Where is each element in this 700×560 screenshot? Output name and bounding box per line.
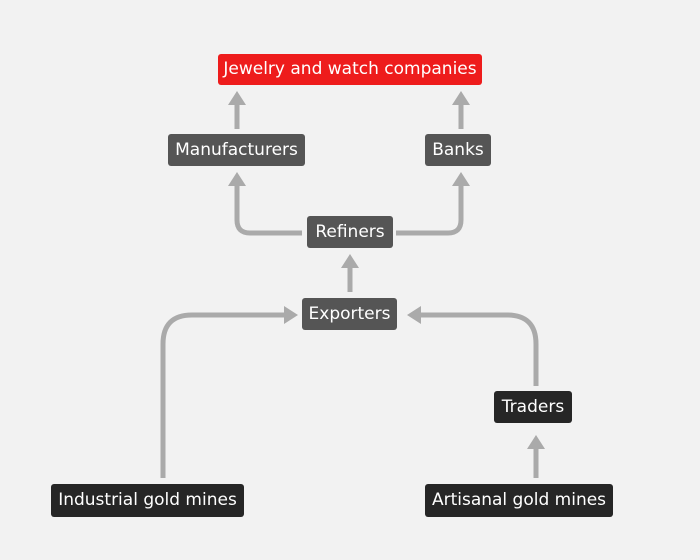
arrow-traders-to-exporters [420, 312, 539, 386]
arrowhead-exporters-left [284, 306, 298, 324]
arrowhead-exporters-right [407, 306, 421, 324]
arrow-refiners-to-manufacturers [234, 185, 302, 236]
arrowhead-jewelry-left [228, 91, 246, 105]
arrowhead-refiners [341, 254, 359, 268]
node-jewelry-watch-companies: Jewelry and watch companies [218, 54, 482, 85]
arrowhead-jewelry-right [452, 91, 470, 105]
node-industrial-gold-mines: Industrial gold mines [51, 484, 244, 517]
node-refiners: Refiners [307, 216, 393, 248]
arrowhead-manufacturers [228, 172, 246, 186]
node-exporters: Exporters [302, 298, 397, 330]
node-banks: Banks [425, 134, 491, 166]
node-manufacturers: Manufacturers [168, 134, 305, 166]
arrowhead-traders [527, 435, 545, 449]
arrow-industrial-to-exporters [160, 312, 285, 478]
arrowhead-banks [452, 172, 470, 186]
node-artisanal-gold-mines: Artisanal gold mines [425, 484, 613, 517]
arrow-refiners-to-banks [396, 185, 464, 236]
node-traders: Traders [494, 391, 572, 423]
